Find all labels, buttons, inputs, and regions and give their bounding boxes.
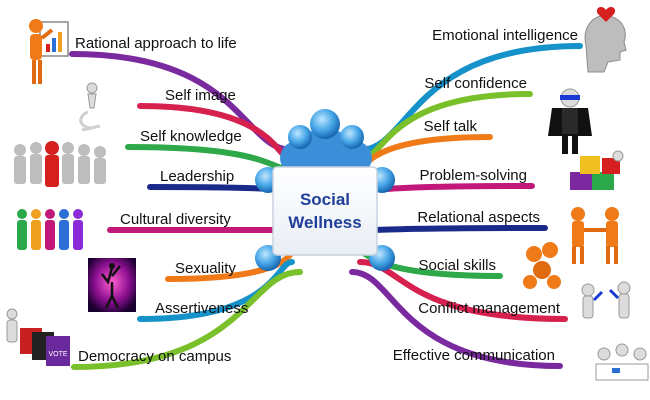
dancer-silhouette-icon [88, 258, 136, 312]
right-branch-label-6: Social skills [418, 257, 496, 274]
left-branch-label-1: Rational approach to life [75, 35, 237, 52]
right-branch-label-2: Self confidence [424, 75, 527, 92]
left-branch-label-4: Leadership [160, 168, 234, 185]
arguing-figures-icon [581, 281, 631, 319]
right-branch-label-4: Problem-solving [419, 167, 527, 184]
left-branch-label-3: Self knowledge [140, 128, 242, 145]
presenter-chart-icon [29, 19, 69, 84]
left-branch-line-8 [71, 269, 303, 370]
left-branch-label-5: Cultural diversity [120, 211, 231, 228]
puzzle-pieces-icon [570, 150, 624, 190]
right-branch-line-8 [349, 269, 563, 369]
vote-box-label: VOTE [48, 351, 67, 358]
head-heart-icon [584, 7, 627, 73]
handshake-figures-icon [571, 207, 619, 264]
right-branch-label-1: Emotional intelligence [432, 27, 578, 44]
superhero-figure-icon [548, 88, 592, 154]
left-branch-label-8: Democracy on campus [78, 348, 231, 365]
right-branch-label-8: Effective communication [393, 347, 555, 364]
center-node: Social Wellness [272, 166, 378, 256]
linked-figures-icon [523, 242, 561, 289]
diverse-people-icon [17, 209, 83, 250]
right-branch-label-7: Conflict management [418, 300, 561, 317]
meeting-table-icon [595, 343, 649, 381]
right-branch-label-3: Self talk [424, 118, 478, 135]
vote-boxes-icon: VOTE [6, 308, 70, 366]
left-branch-label-6: Sexuality [175, 260, 236, 277]
right-branch-label-5: Relational aspects [417, 209, 540, 226]
group-crowd-icon [14, 141, 106, 187]
center-title-line1: Social [300, 190, 350, 209]
thinking-figure-icon [79, 82, 101, 132]
right-branch-line-5 [362, 225, 548, 233]
center-title-line2: Wellness [288, 213, 361, 232]
left-branch-label-2: Self image [165, 87, 236, 104]
left-branch-line-3 [125, 144, 295, 173]
left-branch-label-7: Assertiveness [155, 300, 248, 317]
